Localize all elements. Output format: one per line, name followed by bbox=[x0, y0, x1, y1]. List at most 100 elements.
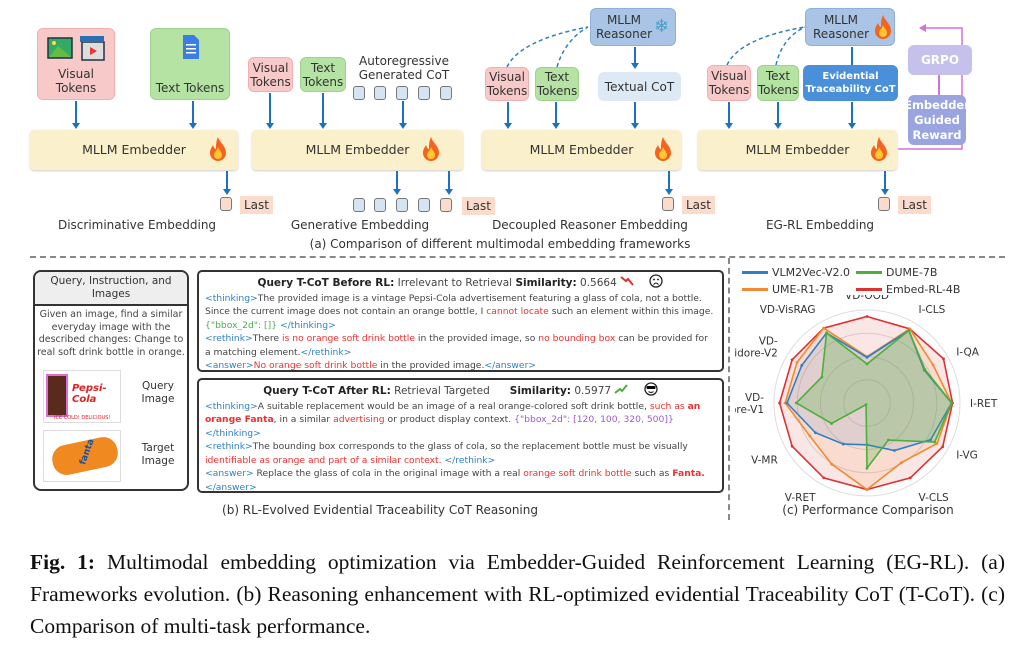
cot-segment: identifiable as orange and part of a sim… bbox=[205, 454, 442, 466]
grpo-box: GRPO bbox=[908, 45, 972, 75]
axis-label: I-CLS bbox=[919, 304, 946, 316]
data-point bbox=[830, 462, 834, 466]
visual-tokens-label: Visual Tokens bbox=[55, 67, 97, 95]
cot-tag: </thinking> bbox=[277, 319, 336, 331]
figure-caption: Fig. 1: Multimodal embedding optimizatio… bbox=[30, 546, 1005, 642]
arrow bbox=[189, 101, 197, 129]
divider bbox=[30, 256, 1005, 258]
target-image-label: Target Image bbox=[141, 442, 175, 467]
cot-segment: {"bbox_2d": [120, 100, 320, 500]} bbox=[514, 414, 674, 425]
cot-tag: </rethink> bbox=[441, 454, 496, 466]
embedder-label: MLLM Embedder bbox=[305, 142, 410, 157]
cot-tag: </thinking> bbox=[205, 427, 261, 439]
data-point bbox=[814, 431, 817, 435]
similarity-value: 0.5664 bbox=[580, 277, 617, 289]
before-subtitle: Irrelevant to Retrieval bbox=[397, 277, 513, 289]
visual-tokens-box: Visual Tokens bbox=[707, 65, 751, 101]
query-image: Pepsi-Cola ICE COLD! DELICIOUS! bbox=[43, 370, 121, 423]
visual-tokens-label: Visual Tokens bbox=[708, 69, 750, 97]
textual-cot-box: Textual CoT bbox=[598, 72, 681, 101]
data-point bbox=[800, 363, 804, 367]
image-video-icon bbox=[47, 36, 105, 61]
data-point bbox=[778, 401, 781, 405]
text-tokens-label: Text Tokens bbox=[155, 81, 225, 95]
last-label: Last bbox=[240, 196, 273, 214]
fire-icon bbox=[875, 15, 891, 39]
data-point bbox=[794, 401, 798, 405]
axis-label-line: I-RET bbox=[970, 398, 998, 410]
legend-item: UME-R1-7B bbox=[742, 283, 834, 296]
data-point bbox=[923, 368, 927, 371]
last-token bbox=[220, 197, 232, 211]
grid-circle bbox=[773, 309, 961, 497]
cot-segment: is no orange soft drink bottle bbox=[282, 333, 415, 344]
visual-tokens-label: Visual Tokens bbox=[486, 70, 528, 98]
axis-label: V-RET bbox=[785, 492, 816, 504]
text-tokens-box: Text Tokens bbox=[757, 65, 799, 101]
arrow bbox=[223, 171, 231, 195]
data-point bbox=[830, 422, 833, 425]
cot-segment: No orange soft drink bottle bbox=[253, 360, 378, 371]
data-point bbox=[790, 444, 794, 448]
data-point bbox=[865, 362, 869, 366]
before-rl-box: Query T-CoT Before RL: Irrelevant to Ret… bbox=[197, 270, 724, 372]
cot-segment: The bounding box corresponds to the glas… bbox=[252, 441, 688, 452]
cot-segment: , in a similar bbox=[273, 414, 334, 425]
cot-line: <rethink>There is no orange soft drink b… bbox=[205, 332, 716, 359]
after-subtitle: Retrieval Targeted bbox=[394, 385, 490, 397]
cot-tag: </answer> bbox=[484, 360, 537, 371]
query-image-label: Query Image bbox=[141, 380, 175, 405]
query-image-logo: Pepsi-Cola bbox=[72, 383, 107, 405]
axis-label-line: I-QA bbox=[956, 347, 980, 359]
text-tokens-box: Text Tokens bbox=[535, 67, 579, 101]
mllm-embedder: MLLM Embedder bbox=[698, 130, 897, 170]
cot-segment: Fanta. bbox=[672, 468, 705, 479]
after-title: Query T-CoT After RL: bbox=[263, 385, 391, 397]
data-point bbox=[865, 356, 869, 359]
cot-segment: such as bbox=[631, 468, 673, 479]
cot-segment: no bounding box bbox=[538, 333, 616, 344]
mllm-embedder: MLLM Embedder bbox=[30, 130, 238, 170]
query-image-slogan: ICE COLD! DELICIOUS! bbox=[54, 415, 111, 421]
cot-line: <answer> Replace the glass of cola in th… bbox=[205, 467, 716, 494]
cot-segment: such as bbox=[649, 400, 688, 412]
visual-tokens-box: Visual Tokens bbox=[485, 67, 529, 101]
text-tokens-label: Text Tokens bbox=[536, 70, 578, 98]
legend-label: UME-R1-7B bbox=[772, 283, 834, 296]
textual-cot-label: Textual CoT bbox=[604, 79, 675, 94]
data-point bbox=[931, 363, 935, 367]
legend-item: Embed-RL-4B bbox=[856, 283, 960, 296]
axis-label: VD-Vidore-V1 bbox=[735, 392, 764, 416]
divider bbox=[728, 258, 730, 520]
reward-label: Embedder Guided Reward bbox=[904, 97, 970, 142]
data-point bbox=[900, 461, 903, 464]
cot-tag: </answer> bbox=[205, 481, 257, 493]
cot-segment: orange soft drink bottle bbox=[523, 468, 632, 479]
autoregressive-cot-label: Autoregressive Generated CoT bbox=[358, 54, 450, 82]
query-box: Query, Instruction, and Images Given an … bbox=[33, 270, 189, 491]
fire-icon bbox=[423, 137, 439, 161]
generative-caption: Generative Embedding bbox=[290, 218, 430, 232]
cot-tag: <thinking> bbox=[205, 292, 258, 304]
visual-tokens-box: Visual Tokens bbox=[37, 28, 115, 100]
embedder-label: MLLM Embedder bbox=[529, 142, 634, 157]
legend-item: VLM2Vec-V2.0 bbox=[742, 266, 850, 279]
figure-caption-text: Multimodal embedding optimization via Em… bbox=[30, 550, 1005, 638]
data-point bbox=[825, 331, 828, 335]
data-point bbox=[865, 488, 869, 491]
visual-tokens-box: Visual Tokens bbox=[248, 57, 293, 92]
data-point bbox=[795, 361, 799, 364]
cot-segment: can be provided for a matching element. bbox=[205, 333, 708, 358]
data-point bbox=[808, 434, 812, 438]
data-point bbox=[820, 375, 824, 379]
cot-tag: <thinking> bbox=[205, 400, 258, 412]
decoupled-caption: Decoupled Reasoner Embedding bbox=[492, 218, 688, 232]
cot-segment: The provided image is a vintage Pepsi-Co… bbox=[205, 292, 702, 318]
cot-segment: in the provided image, so bbox=[414, 333, 539, 344]
panel-c-caption: (c) Performance Comparison bbox=[782, 503, 954, 517]
similarity-label: Similarity: bbox=[515, 277, 577, 289]
cot-tag: </rethink> bbox=[300, 346, 352, 358]
visual-tokens-label: Visual Tokens bbox=[250, 60, 291, 89]
etcot-label: Evidential Traceability CoT bbox=[805, 71, 896, 95]
fire-icon bbox=[871, 137, 887, 161]
